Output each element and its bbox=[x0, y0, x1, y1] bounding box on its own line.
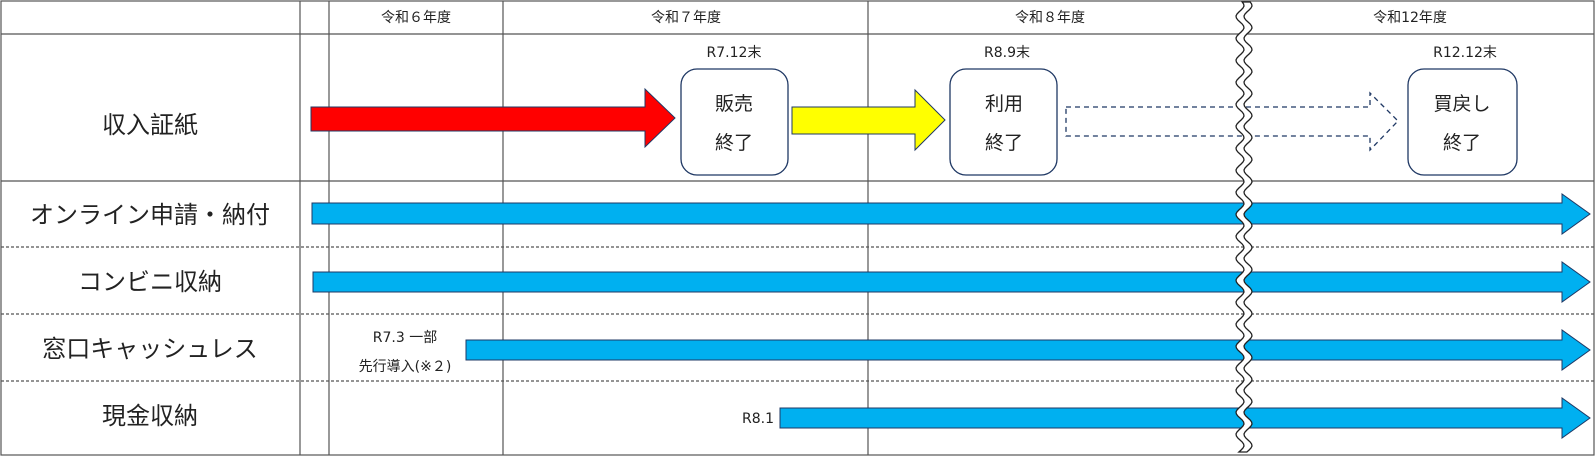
dashed-arrow bbox=[1065, 91, 1399, 152]
blue-arrow-convenience bbox=[312, 261, 1591, 303]
milestone-text-buyback-end-1: 買戻し bbox=[1433, 93, 1490, 115]
milestone-text-buyback-end-2: 終了 bbox=[1443, 132, 1481, 154]
blue-arrow-online bbox=[311, 193, 1591, 235]
milestone-date-buyback-end: R12.12末 bbox=[1433, 45, 1497, 61]
row-label-cash: 現金収納 bbox=[102, 402, 198, 430]
timeline-break-wavy-line bbox=[1235, 1, 1253, 453]
cashless-note-line1: R7.3 一部 bbox=[373, 330, 437, 346]
milestone-text-use-end-1: 利用 bbox=[985, 93, 1023, 115]
cash-start-label: R8.1 bbox=[742, 411, 774, 427]
cashless-note-line2: 先行導入(※２) bbox=[359, 359, 452, 375]
milestone-date-sales-end: R7.12末 bbox=[707, 45, 762, 61]
blue-arrow-cash bbox=[779, 397, 1591, 439]
milestone-date-use-end: R8.9末 bbox=[984, 45, 1030, 61]
blue-arrow-cashless bbox=[465, 329, 1591, 371]
row-label-cashless: 窓口キャッシュレス bbox=[42, 335, 258, 363]
milestone-box-use-end bbox=[949, 68, 1058, 176]
red-arrow bbox=[310, 87, 676, 149]
milestone-text-use-end-2: 終了 bbox=[985, 132, 1023, 154]
column-header-r12: 令和12年度 bbox=[1373, 10, 1447, 26]
column-header-r7: 令和７年度 bbox=[651, 10, 721, 26]
milestone-box-sales-end bbox=[680, 68, 789, 176]
column-header-r6: 令和６年度 bbox=[381, 10, 451, 26]
milestone-text-sales-end-2: 終了 bbox=[715, 132, 753, 154]
row-label-convenience: コンビニ収納 bbox=[78, 268, 222, 296]
row-label-revenue-stamp: 収入証紙 bbox=[102, 111, 198, 139]
milestone-box-buyback-end bbox=[1407, 68, 1518, 176]
row-label-online: オンライン申請・納付 bbox=[30, 201, 270, 229]
column-header-r8: 令和８年度 bbox=[1015, 10, 1085, 26]
milestone-text-sales-end-1: 販売 bbox=[715, 93, 753, 115]
yellow-arrow bbox=[791, 88, 946, 152]
